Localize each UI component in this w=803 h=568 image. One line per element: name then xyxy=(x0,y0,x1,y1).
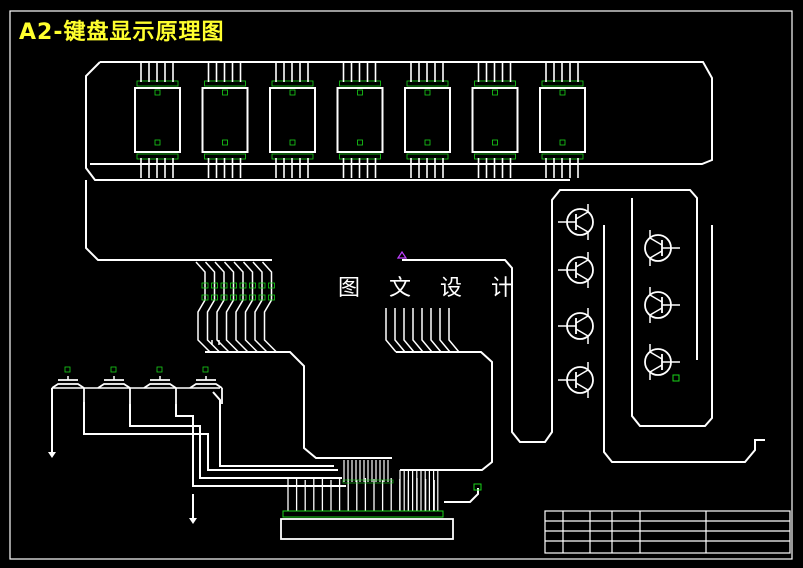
transistor-ground-route xyxy=(603,225,765,463)
display-unit xyxy=(201,62,249,178)
watermark-text: 图 文 设 计 xyxy=(338,276,524,301)
display-unit xyxy=(269,62,316,178)
display-unit xyxy=(471,62,519,178)
segment-fanout-lines xyxy=(195,261,278,353)
digit-fanout-lines xyxy=(385,308,460,353)
transistor xyxy=(558,252,594,288)
display-unit xyxy=(134,62,181,178)
transistor-supply-route xyxy=(402,189,698,443)
connector-ribbon xyxy=(287,460,439,511)
digit-bundle-route xyxy=(396,351,493,471)
key-switches xyxy=(51,366,223,404)
transistor xyxy=(644,344,680,380)
origin-marker xyxy=(396,250,408,259)
ground-arrow-bottom xyxy=(189,518,197,524)
display-bus-down xyxy=(85,180,272,261)
transistor xyxy=(558,308,594,344)
title-block xyxy=(544,510,791,554)
test-pad xyxy=(672,374,680,382)
display-bus-top xyxy=(90,61,713,165)
key-switch xyxy=(51,366,85,404)
seven-segment-displays xyxy=(134,62,586,178)
display-unit xyxy=(539,62,586,178)
driver-transistors xyxy=(558,204,680,398)
display-bus-left xyxy=(85,61,570,181)
ground-arrow-left xyxy=(48,452,56,458)
display-unit xyxy=(336,62,384,178)
main-connector xyxy=(280,518,454,540)
connector-pads xyxy=(282,510,444,518)
transistor xyxy=(644,230,680,266)
key-switch xyxy=(189,366,223,404)
transistor-collector-route xyxy=(631,198,713,427)
transistor xyxy=(558,204,594,240)
transistor xyxy=(558,362,594,398)
key-switch xyxy=(97,366,131,404)
segment-bundle-route xyxy=(205,351,392,459)
display-unit xyxy=(404,62,451,178)
drawing-title: A2-键盘显示原理图 xyxy=(19,20,225,45)
key-switch xyxy=(143,366,177,404)
transistor xyxy=(644,287,680,323)
drawing-border xyxy=(9,10,793,560)
